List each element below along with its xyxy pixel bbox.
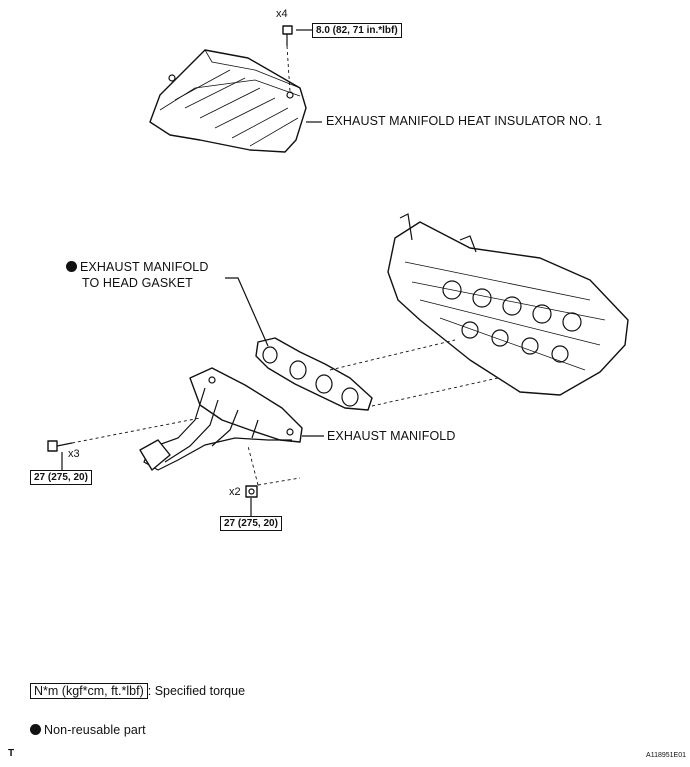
gasket-label-text: EXHAUST MANIFOLD [80,260,209,274]
insulator-bolt-illustration [282,25,293,46]
figure-id: A118951E01 [646,752,686,759]
manifold-nut-bottom-torque-box: 27 (275, 20) [220,516,282,531]
manifold-label: EXHAUST MANIFOLD [327,429,456,443]
exhaust-manifold-illustration [139,367,303,471]
manifold-bolt-left-qty: x3 [68,448,80,460]
manifold-nut-bottom-qty: x2 [229,486,241,498]
heat-insulator-illustration [149,49,307,153]
insulator-label: EXHAUST MANIFOLD HEAT INSULATOR NO. 1 [326,114,603,128]
gasket-label-line1: EXHAUST MANIFOLD [66,260,208,274]
manifold-bolt-left-torque-box: 27 (275, 20) [30,470,92,485]
gasket-illustration [255,337,373,411]
nonreusable-legend-text: Non-reusable part [44,723,146,737]
torque-legend: N*m (kgf*cm, ft.*lbf): Specified torque [30,683,246,699]
cylinder-head-illustration [387,213,629,396]
footer-left-mark: T [8,748,15,759]
nonreusable-legend-dot-icon [30,724,41,735]
torque-legend-unit-box: N*m (kgf*cm, ft.*lbf) [30,683,148,699]
manifold-nut-bottom-illustration [245,485,258,498]
insulator-torque-box: 8.0 (82, 71 in.*lbf) [312,23,402,38]
insulator-bolt-qty: x4 [276,8,288,20]
nonreusable-dot-icon [66,261,77,272]
gasket-label-line2: TO HEAD GASKET [82,276,193,290]
manifold-bolt-left-illustration [47,440,73,452]
nonreusable-legend: Non-reusable part [30,723,146,737]
torque-legend-text: : Specified torque [147,684,246,698]
